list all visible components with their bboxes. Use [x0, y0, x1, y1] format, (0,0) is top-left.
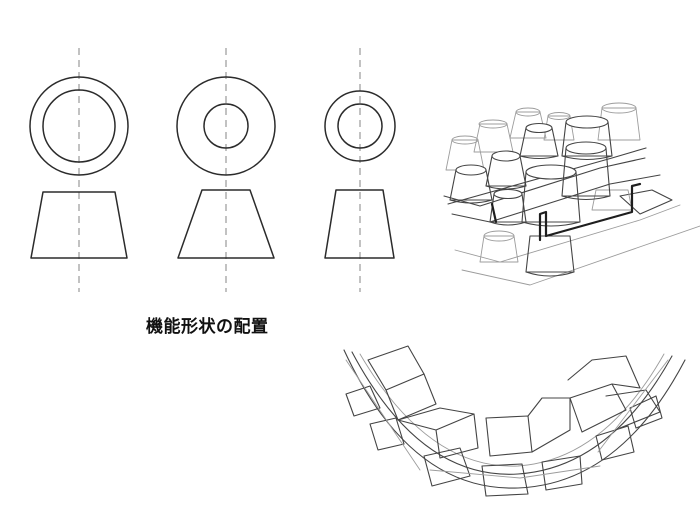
tray-top-line: [443, 157, 646, 207]
block-row-bottom: [345, 385, 663, 497]
cup-4: [561, 115, 613, 161]
rail-guide: [359, 353, 665, 467]
top-inner-circle-b: [203, 103, 249, 149]
construction-line-1: [345, 359, 421, 471]
cup-8: [525, 235, 575, 277]
rail-inner: [351, 351, 673, 475]
side-trapezoid-a: [30, 191, 128, 259]
block-row-top: [367, 345, 661, 459]
diagram-caption: 機能形状の配置: [146, 317, 269, 337]
tray-sketch: [443, 102, 700, 286]
view-a: [29, 48, 129, 292]
view-b: [176, 48, 276, 292]
back-cups: [445, 102, 641, 263]
cup-3: [519, 122, 559, 160]
top-inner-circle-a: [42, 89, 116, 163]
construction-line-3: [429, 465, 601, 479]
top-inner-circle-c: [337, 103, 383, 149]
tray-corner: [619, 189, 673, 215]
tray-edge-front: [461, 225, 700, 286]
cup-7: [561, 141, 611, 201]
tray-edge-back: [454, 204, 681, 263]
arc-sketch: [343, 345, 686, 497]
tray-mid-line: [451, 174, 661, 223]
side-trapezoid-c: [324, 189, 395, 259]
construction-line-2: [597, 359, 669, 453]
section-line: [538, 182, 642, 242]
top-outer-circle-a: [29, 76, 129, 176]
section-tick: [490, 202, 498, 224]
top-outer-circle-c: [324, 90, 396, 162]
top-outer-circle-b: [176, 76, 276, 176]
view-c: [324, 48, 396, 292]
cup-1: [449, 164, 493, 204]
side-trapezoid-b: [177, 189, 275, 259]
